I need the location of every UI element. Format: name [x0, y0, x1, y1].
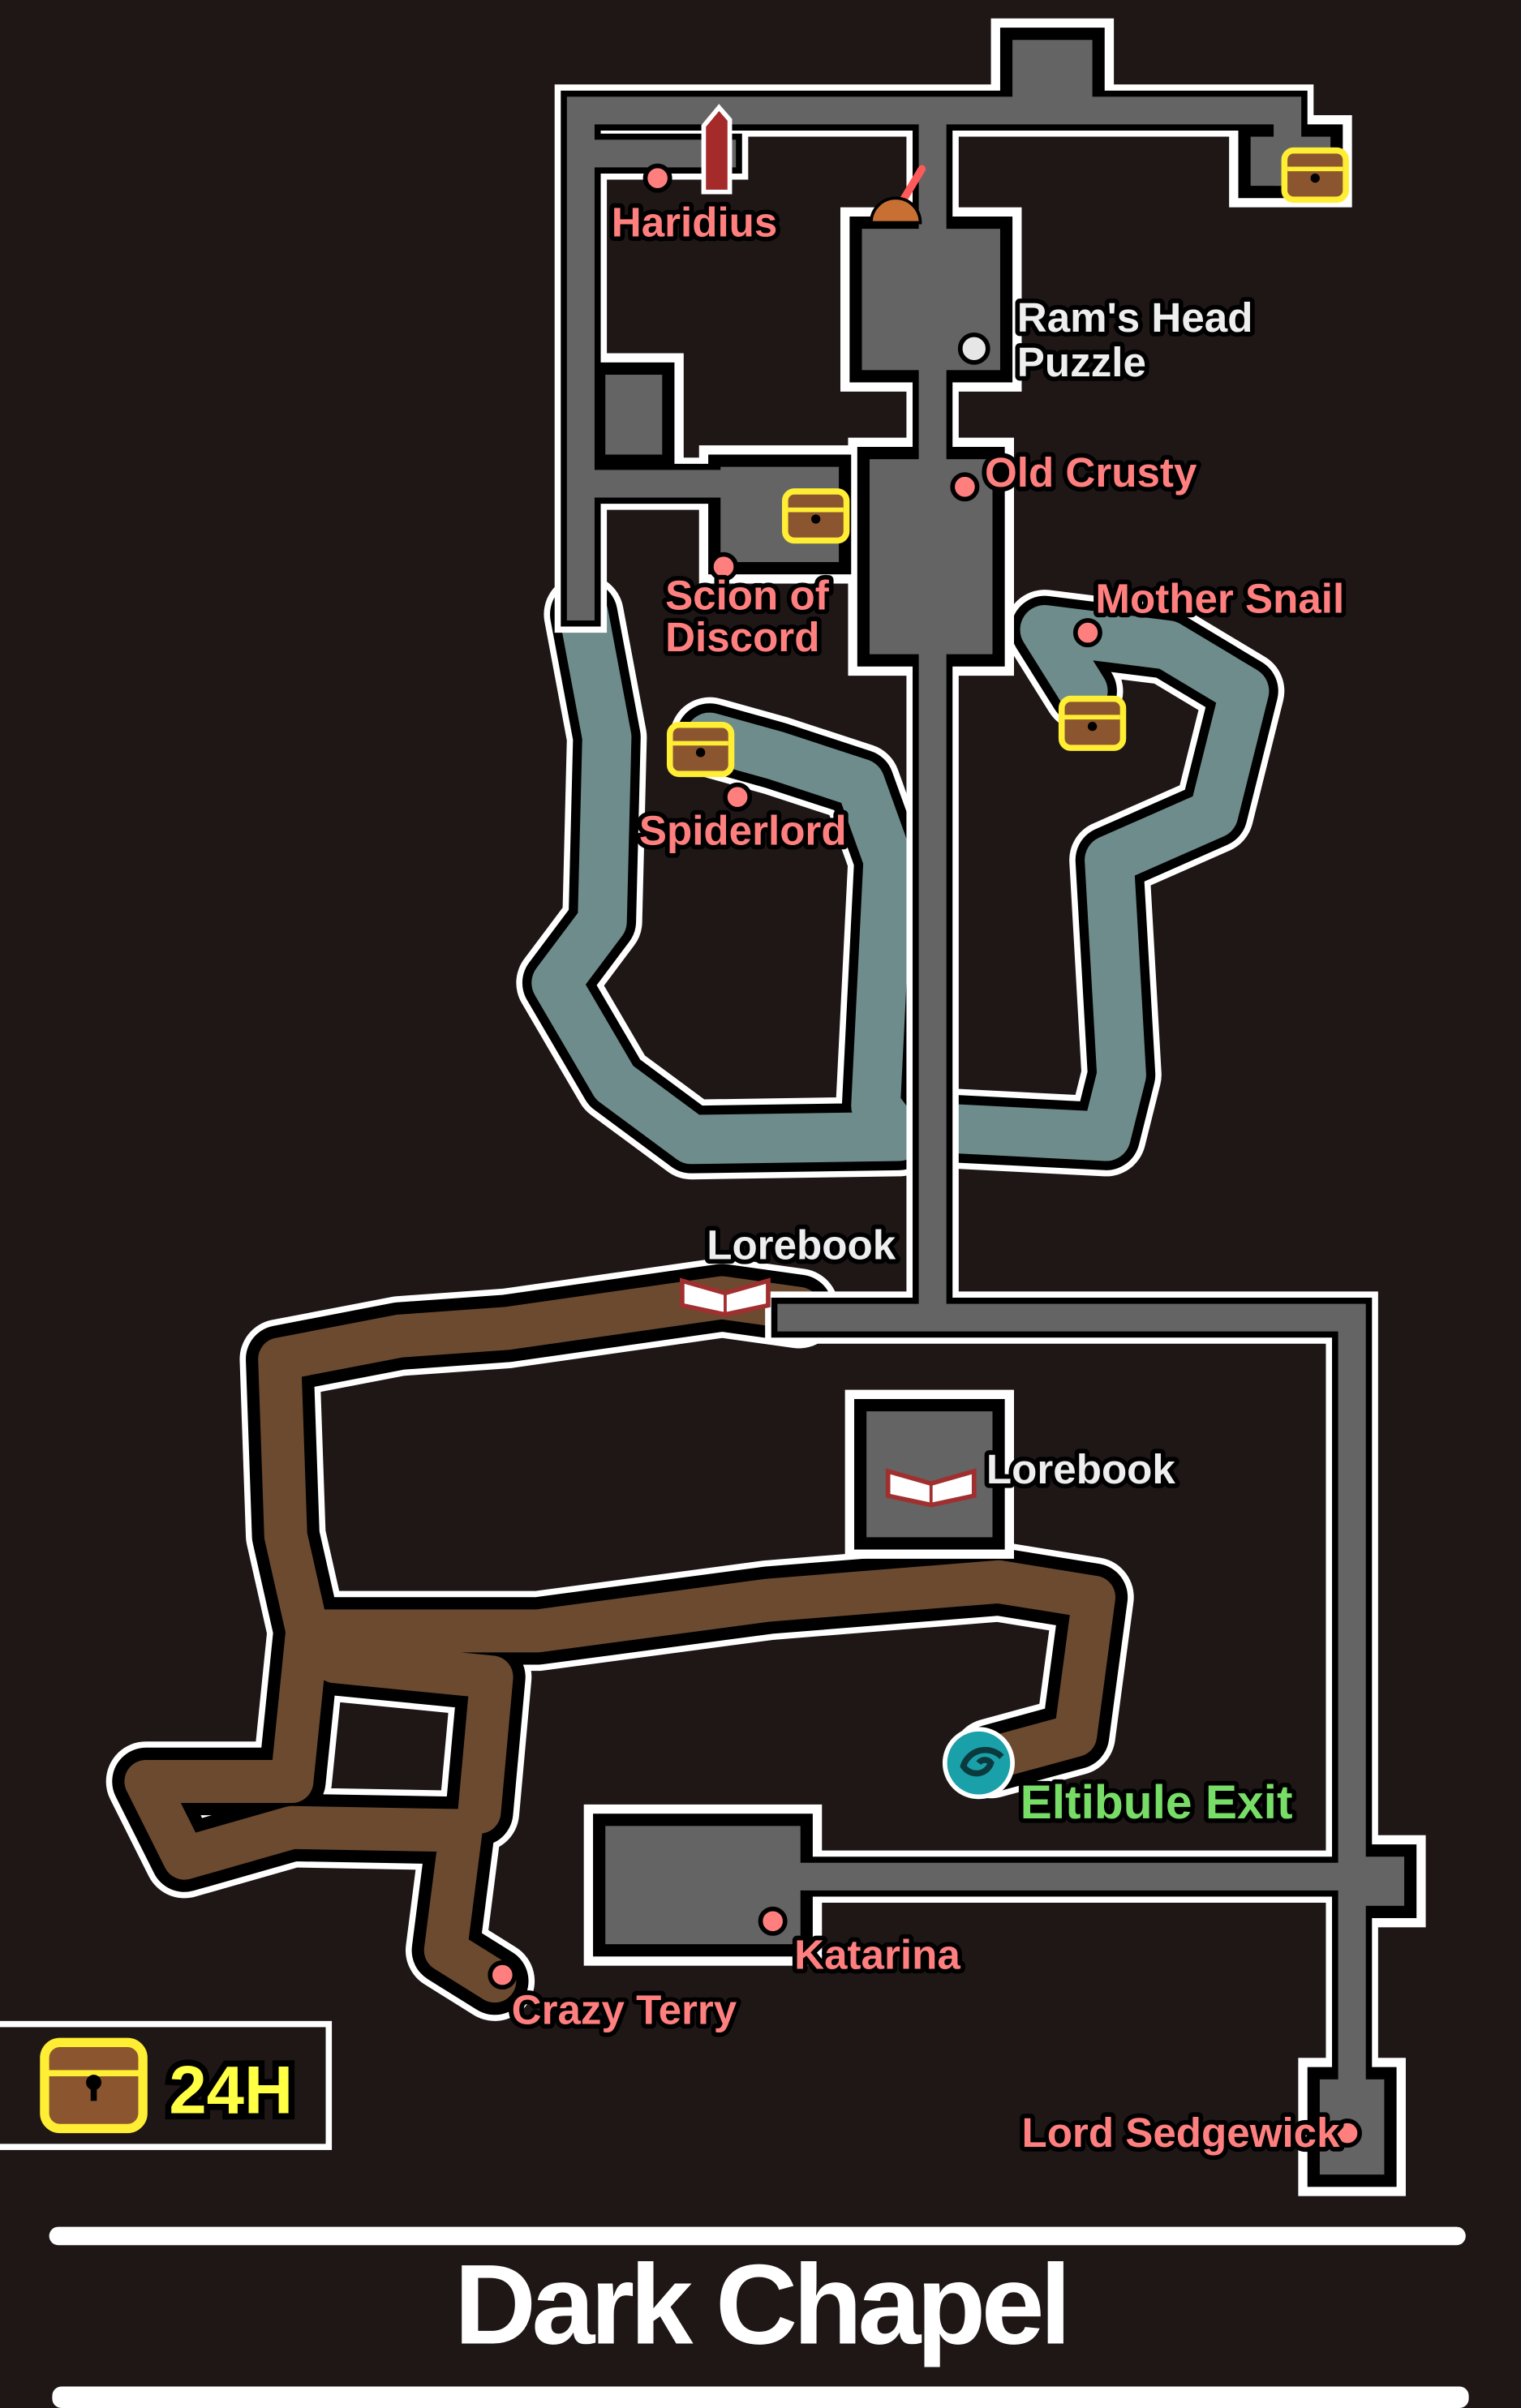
book-icon[interactable]	[885, 1468, 977, 1508]
label-lorebook: Lorebook	[707, 1222, 896, 1268]
title-divider-bottom	[52, 2386, 1469, 2408]
legend-box: 24H	[0, 2020, 333, 2150]
label-mother-snail: Mother Snail	[1095, 576, 1344, 622]
treasure-chest-icon[interactable]	[1281, 147, 1349, 203]
npc-marker[interactable]	[758, 1906, 788, 1936]
lever-icon	[869, 165, 926, 225]
label-spiderlord: Spiderlord	[639, 807, 847, 853]
npc-marker[interactable]	[642, 163, 672, 193]
label-crazy-terry: Crazy Terry	[512, 1987, 737, 2033]
label-lord-sedgewick: Lord Sedgewick	[1021, 2110, 1340, 2156]
label-haridius: Haridius	[612, 200, 778, 246]
label-lorebook: Lorebook	[986, 1446, 1176, 1492]
puzzle-marker[interactable]	[957, 332, 990, 365]
label-old-crusty: Old Crusty	[985, 449, 1197, 496]
label-puzzle: Puzzle	[1017, 339, 1146, 385]
label-scion-of: Scion of	[665, 573, 830, 619]
treasure-chest-icon	[40, 2037, 148, 2134]
label-eltibule-exit: Eltibule Exit	[1020, 1776, 1293, 1829]
npc-marker[interactable]	[950, 472, 980, 502]
portal-icon[interactable]	[942, 1727, 1015, 1800]
treasure-chest-icon[interactable]	[666, 721, 735, 778]
npc-marker[interactable]	[1072, 618, 1102, 648]
label-rams-head: Ram's Head	[1017, 294, 1253, 341]
treasure-chest-icon[interactable]	[782, 488, 850, 544]
label-discord: Discord	[665, 614, 819, 660]
npc-marker[interactable]	[723, 782, 753, 812]
banner-icon	[701, 104, 733, 195]
dirt-cave	[105, 1257, 1134, 2021]
legend-respawn-text: 24H	[169, 2052, 293, 2127]
npc-marker[interactable]	[1332, 2118, 1362, 2148]
treasure-chest-icon[interactable]	[1058, 695, 1127, 751]
map-title: Dark Chapel	[454, 2240, 1067, 2367]
title-divider-top	[49, 2226, 1466, 2246]
water-cave	[516, 574, 1285, 1180]
npc-marker[interactable]	[709, 552, 739, 582]
book-icon[interactable]	[680, 1277, 771, 1317]
label-katarina: Katarina	[794, 1931, 960, 1977]
npc-marker[interactable]	[488, 1960, 518, 1990]
